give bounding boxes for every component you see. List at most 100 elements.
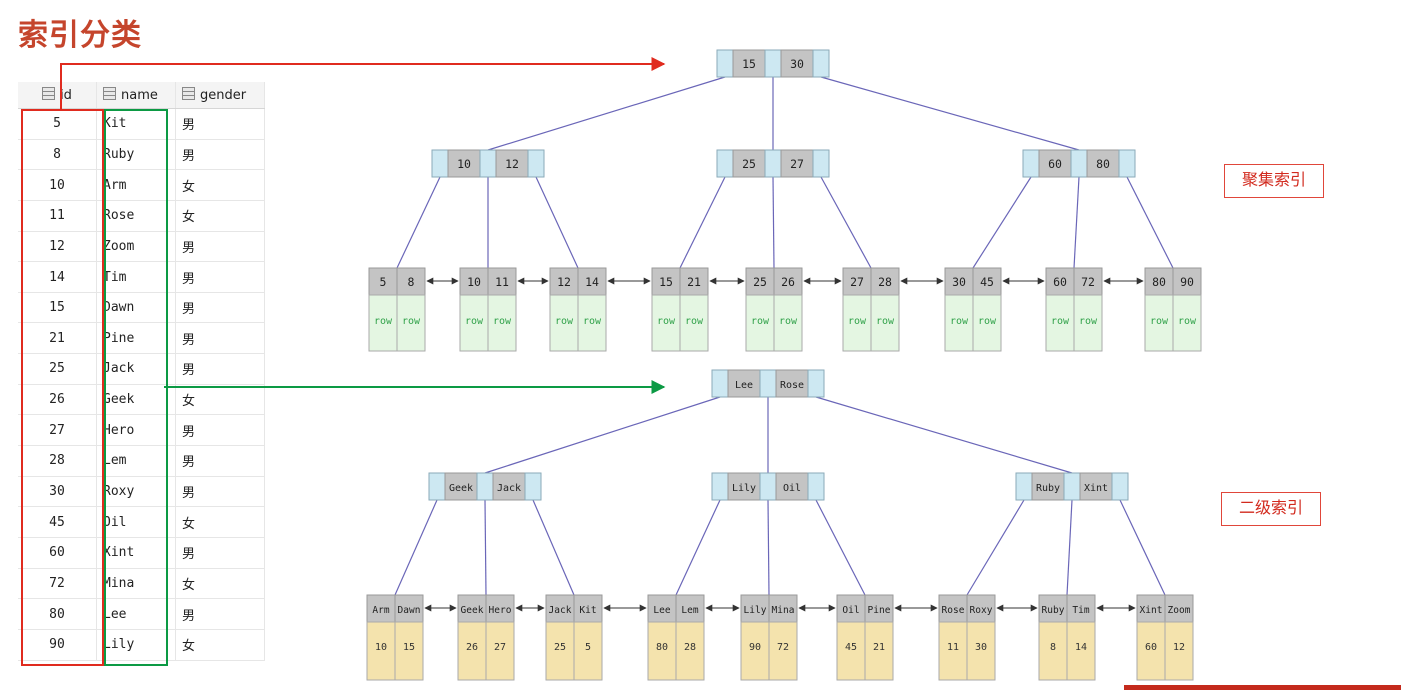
cell-id: 27 [18,414,97,447]
node-pointer-cell [431,149,449,178]
leaf-id-value: 60 [1145,642,1157,653]
cell-name: Ruby [96,139,176,171]
leaf-key: Lily [744,605,767,616]
leaf-row-value: row [657,316,676,327]
node-pointer-cell [1015,472,1033,501]
leaf-id-value: 45 [845,642,857,653]
cell-gender: 女 [175,568,265,600]
leaf-key-cell [651,267,681,296]
leaf-value-cell [457,621,487,681]
node-key: Jack [497,483,521,494]
cell-gender: 男 [175,476,265,508]
column-header-label: name [121,88,158,103]
leaf-id-value: 80 [656,642,668,653]
column-header-label: id [60,88,72,103]
node-pointer-cell [524,472,542,501]
cell-id: 8 [18,139,97,171]
cell-id: 72 [18,568,97,600]
leaf-key-cell [1172,267,1202,296]
leaf-key: Pine [868,605,891,616]
cell-name: Xint [96,537,176,569]
leaf-value-cell [944,294,974,352]
leaf-value-cell [647,621,677,681]
leaf-id-value: 28 [684,642,696,653]
leaf-key-cell [938,594,968,623]
cell-name: Jack [96,353,176,385]
column-header-id[interactable]: id [18,82,97,109]
leaf-key: Lee [653,605,670,616]
node-key-cell [780,149,814,178]
cell-gender: 女 [175,506,265,538]
leaf-key: 26 [781,275,795,289]
node-pointer-cell [711,472,729,501]
node-key-cell [1038,149,1072,178]
cell-name: Zoom [96,231,176,263]
leaf-value-cell [1136,621,1166,681]
leaf-key-cell [647,594,677,623]
cell-name: Kit [96,108,176,140]
secondary-index-label: 二级索引 [1221,492,1321,526]
cell-name: Hero [96,414,176,447]
tree-edge [487,76,726,151]
cell-id: 28 [18,445,97,477]
leaf-row-value: row [583,316,602,327]
leaf-key: Dawn [398,605,421,616]
tree-edge [767,499,770,596]
leaf-row-value: row [685,316,704,327]
cell-gender: 男 [175,445,265,477]
bottom-accent-bar [1124,685,1401,690]
leaf-id-value: 72 [777,642,789,653]
tree-edge [772,176,775,269]
tree-edge [966,499,1025,596]
leaf-id-value: 26 [466,642,478,653]
cell-id: 14 [18,261,97,293]
node-key-cell [727,369,761,398]
leaf-key: 80 [1152,275,1166,289]
leaf-key: 60 [1053,275,1067,289]
leaf-key-cell [487,267,517,296]
column-header-name[interactable]: name [96,82,176,109]
tree-edge [815,396,1073,474]
node-pointer-cell [716,49,734,78]
leaf-value-cell [1073,294,1103,352]
key-column-icon [42,87,56,100]
cell-id: 60 [18,537,97,569]
leaf-value-cell [577,294,607,352]
node-pointer-cell [807,472,825,501]
node-pointer-cell [1111,472,1129,501]
column-header-gender[interactable]: gender [175,82,265,109]
table-header-row: id name gender [18,82,265,109]
cell-name: Lem [96,445,176,477]
cell-gender: 男 [175,414,265,447]
leaf-value-cell [549,294,579,352]
node-key: Lee [735,380,753,391]
leaf-key-cell [1144,267,1174,296]
cell-id: 45 [18,506,97,538]
